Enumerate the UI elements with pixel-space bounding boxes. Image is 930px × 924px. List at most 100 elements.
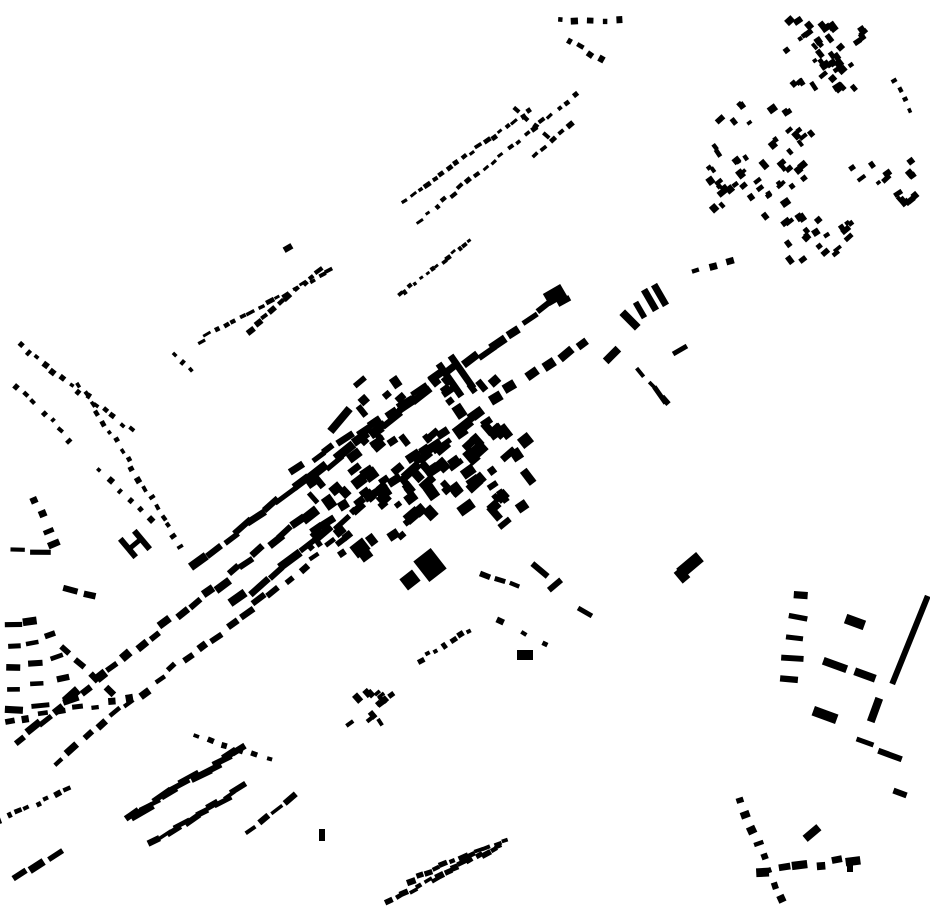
building: [227, 588, 248, 607]
building: [671, 343, 689, 357]
building: [12, 383, 20, 391]
building: [799, 174, 808, 183]
building: [779, 675, 799, 684]
building: [282, 292, 293, 303]
building: [408, 887, 419, 895]
building: [75, 381, 82, 389]
building: [413, 547, 447, 583]
building: [907, 107, 913, 114]
building: [521, 113, 530, 123]
building: [487, 390, 504, 406]
building: [737, 168, 747, 177]
building: [40, 410, 49, 418]
building: [466, 407, 483, 423]
building: [857, 24, 866, 33]
building: [910, 190, 920, 201]
building: [897, 195, 909, 208]
building: [305, 541, 315, 552]
building: [249, 543, 265, 559]
building: [797, 77, 806, 87]
building: [801, 234, 810, 243]
building: [746, 192, 756, 202]
building: [804, 20, 815, 31]
building: [530, 561, 550, 579]
building: [451, 422, 469, 440]
building: [725, 256, 735, 266]
building: [798, 132, 808, 141]
building: [781, 654, 804, 662]
building: [557, 128, 565, 136]
building: [284, 575, 295, 586]
building: [127, 536, 143, 552]
building: [99, 419, 107, 428]
building: [387, 691, 396, 699]
building: [55, 707, 66, 715]
building: [88, 671, 101, 684]
building: [499, 446, 517, 463]
building: [11, 867, 28, 882]
building: [542, 131, 551, 140]
building: [24, 349, 33, 357]
building: [108, 411, 116, 420]
building: [298, 279, 308, 287]
building: [467, 850, 476, 859]
building: [793, 164, 804, 175]
building: [27, 858, 46, 874]
building: [827, 73, 838, 84]
building: [393, 500, 403, 509]
building: [532, 122, 540, 130]
building: [423, 427, 441, 443]
building: [309, 526, 324, 541]
building: [299, 505, 321, 525]
building: [22, 390, 30, 398]
building: [169, 532, 178, 540]
building: [69, 382, 75, 388]
building: [903, 197, 912, 207]
building: [708, 202, 720, 214]
building: [187, 366, 194, 373]
building: [313, 266, 324, 275]
building: [148, 493, 156, 501]
building: [412, 502, 428, 518]
building: [4, 621, 23, 628]
building: [586, 17, 594, 24]
building: [282, 243, 294, 253]
building: [542, 283, 568, 307]
building: [33, 353, 40, 360]
building: [205, 798, 220, 811]
building: [432, 648, 439, 655]
building: [508, 580, 521, 589]
building: [423, 876, 433, 884]
building: [119, 422, 126, 429]
building: [557, 17, 563, 22]
building: [404, 394, 419, 408]
building: [746, 119, 753, 126]
building: [539, 144, 548, 153]
building: [265, 296, 276, 306]
building: [742, 154, 750, 162]
building: [220, 742, 228, 750]
building: [399, 569, 421, 591]
building: [602, 345, 622, 365]
building: [817, 20, 827, 30]
building: [566, 37, 573, 45]
building: [837, 64, 848, 76]
building: [355, 404, 369, 418]
building: [182, 652, 195, 664]
building: [390, 462, 405, 476]
building: [47, 367, 57, 377]
building: [431, 864, 441, 872]
building: [277, 548, 303, 571]
building: [309, 278, 316, 285]
building: [364, 532, 379, 547]
building: [237, 556, 255, 570]
building: [524, 366, 540, 381]
building: [650, 282, 670, 308]
building: [418, 460, 435, 477]
building: [46, 538, 61, 550]
building: [352, 375, 367, 389]
building: [352, 692, 364, 704]
building: [30, 680, 44, 687]
building: [783, 239, 793, 249]
